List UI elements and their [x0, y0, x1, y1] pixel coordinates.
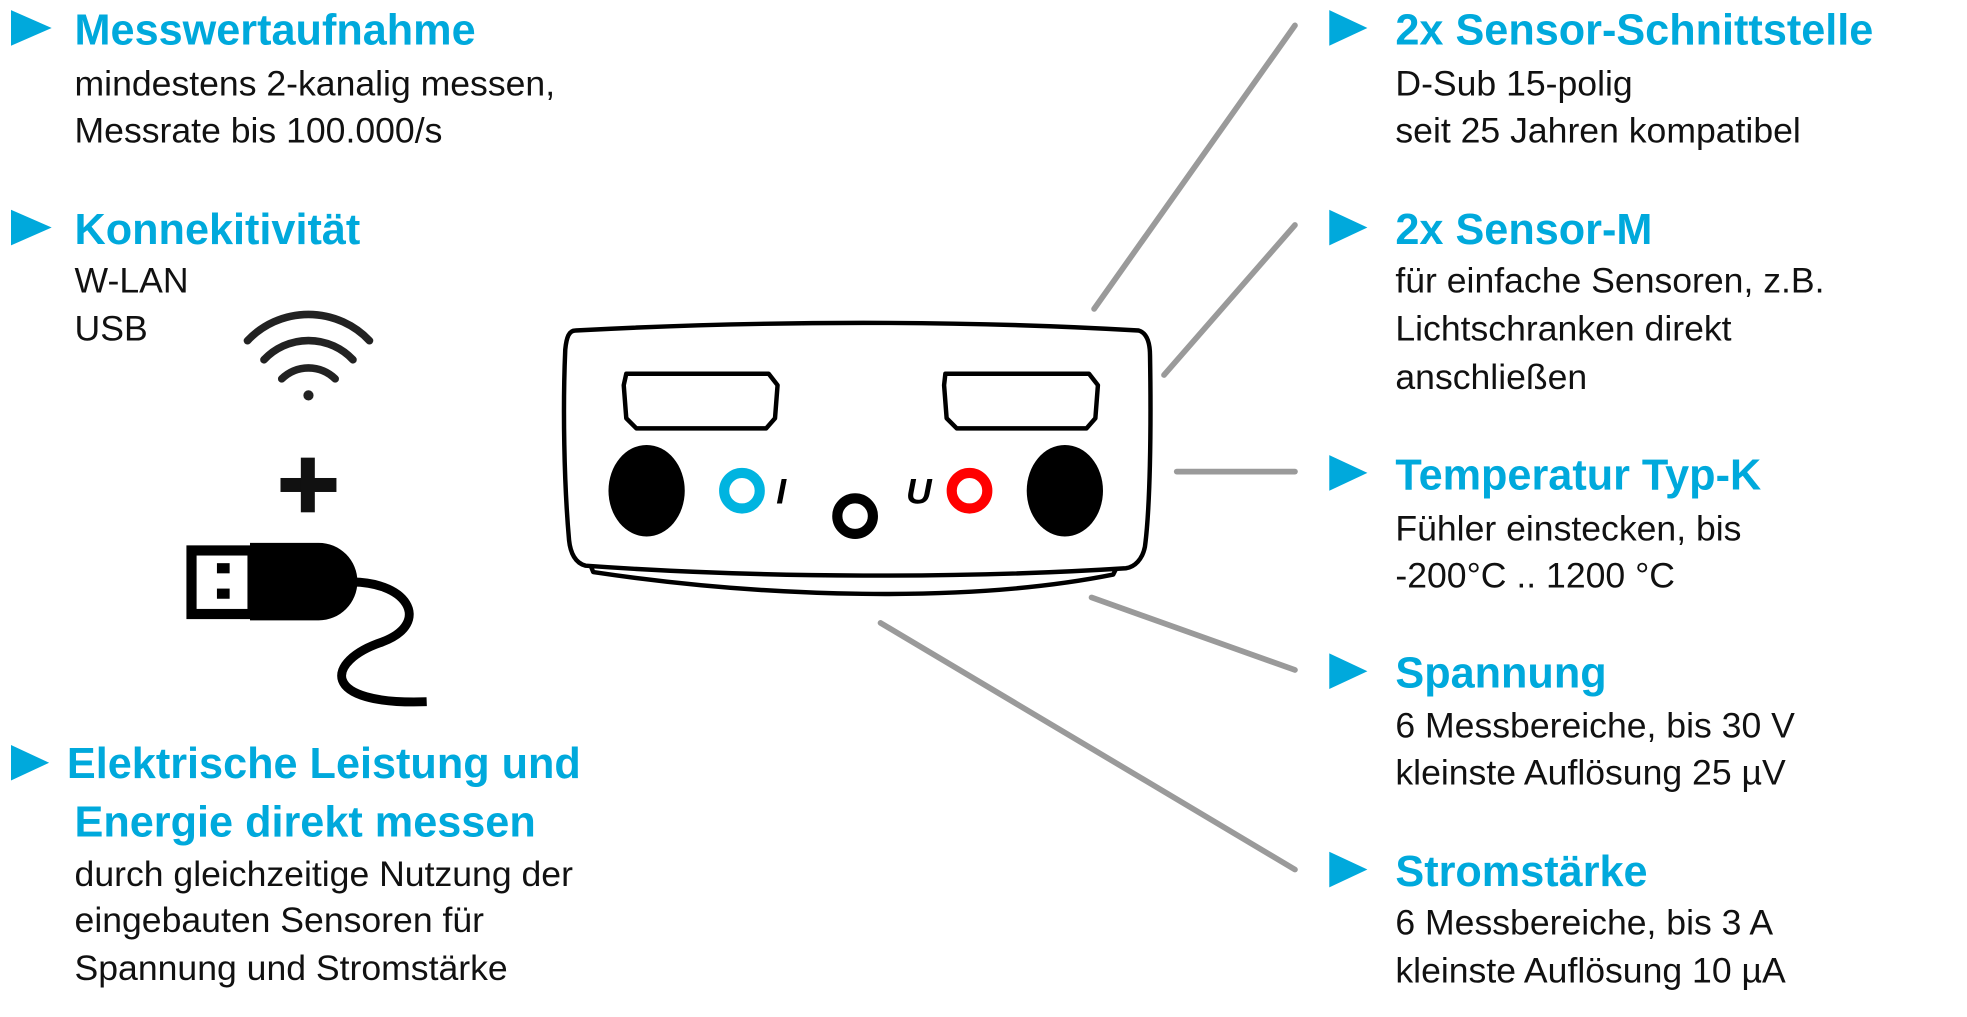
bullet-arrow-icon: [10, 744, 50, 781]
feature-text: kleinste Auflösung 10 µA: [1395, 951, 1786, 991]
feature-title: Messwertaufnahme: [75, 6, 476, 54]
bullet-arrow-icon: [1329, 653, 1368, 690]
feature-title: Elektrische Leistung und: [67, 740, 581, 788]
voltage-jack: [946, 467, 993, 514]
feature-title: 2x Sensor-M: [1395, 206, 1652, 254]
bullet-arrow-icon: [1329, 851, 1368, 888]
d-sub-port-left: [621, 371, 780, 431]
feature-text: 6 Messbereiche, bis 3 A: [1395, 902, 1773, 942]
feature-text: Lichtschranken direkt: [1395, 309, 1731, 349]
bullet-arrow-icon: [1329, 209, 1368, 246]
feature-title: Stromstärke: [1395, 848, 1647, 896]
feature-elektrische-leistung: Elektrische Leistung und Energie direkt …: [10, 740, 581, 988]
feature-text: 6 Messbereiche, bis 30 V: [1395, 705, 1795, 745]
d-sub-port-right: [941, 371, 1101, 431]
feature-spannung: Spannung 6 Messbereiche, bis 30 V kleins…: [1329, 650, 1795, 792]
feature-text: Messrate bis 100.000/s: [75, 110, 443, 150]
feature-konnektivitaet: Konnekitivität W-LAN USB: [10, 206, 361, 349]
feature-title: Energie direkt messen: [75, 798, 536, 846]
measurement-device: I U: [561, 320, 1153, 597]
feature-text: durch gleichzeitige Nutzung der: [75, 854, 574, 894]
feature-sensor-m: 2x Sensor-M für einfache Sensoren, z.B. …: [1329, 206, 1825, 397]
current-label: I: [776, 471, 787, 511]
feature-text: W-LAN: [75, 260, 189, 300]
leader-lines: [877, 22, 1298, 873]
feature-title: Spannung: [1395, 650, 1606, 698]
voltage-label: U: [906, 471, 933, 511]
feature-messwertaufnahme: Messwertaufnahme mindestens 2-kanalig me…: [10, 6, 556, 150]
plus-icon: [280, 457, 337, 513]
ground-jack: [832, 493, 878, 540]
feature-text: anschließen: [1395, 357, 1587, 397]
bullet-arrow-icon: [1329, 455, 1368, 491]
feature-text: für einfache Sensoren, z.B.: [1395, 260, 1824, 300]
feature-sensor-schnittstelle: 2x Sensor-Schnittstelle D-Sub 15-polig s…: [1329, 6, 1873, 150]
feature-text: seit 25 Jahren kompatibel: [1395, 110, 1800, 150]
feature-title: Temperatur Typ-K: [1395, 451, 1761, 499]
feature-text: -200°C .. 1200 °C: [1395, 555, 1675, 595]
feature-text: USB: [75, 309, 148, 349]
feature-text: eingebauten Sensoren für: [75, 900, 485, 940]
bullet-arrow-icon: [10, 10, 52, 46]
wifi-icon: [243, 310, 374, 401]
feature-text: mindestens 2-kanalig messen,: [75, 63, 556, 103]
usb-plug-icon: [186, 542, 427, 707]
bullet-arrow-icon: [10, 209, 52, 246]
feature-stromstaerke: Stromstärke 6 Messbereiche, bis 3 A klei…: [1329, 848, 1786, 991]
feature-text: D-Sub 15-polig: [1395, 63, 1632, 103]
feature-text: Fühler einstecken, bis: [1395, 508, 1741, 548]
feature-temperatur: Temperatur Typ-K Fühler einstecken, bis …: [1329, 451, 1761, 595]
sensor-m-port-left: [608, 444, 685, 537]
feature-title: Konnekitivität: [75, 206, 361, 254]
bullet-arrow-icon: [1329, 10, 1368, 46]
feature-text: kleinste Auflösung 25 µV: [1395, 752, 1786, 792]
sensor-m-port-right: [1026, 444, 1103, 537]
feature-title: 2x Sensor-Schnittstelle: [1395, 6, 1873, 54]
current-jack: [719, 467, 765, 514]
feature-text: Spannung und Stromstärke: [75, 948, 508, 988]
